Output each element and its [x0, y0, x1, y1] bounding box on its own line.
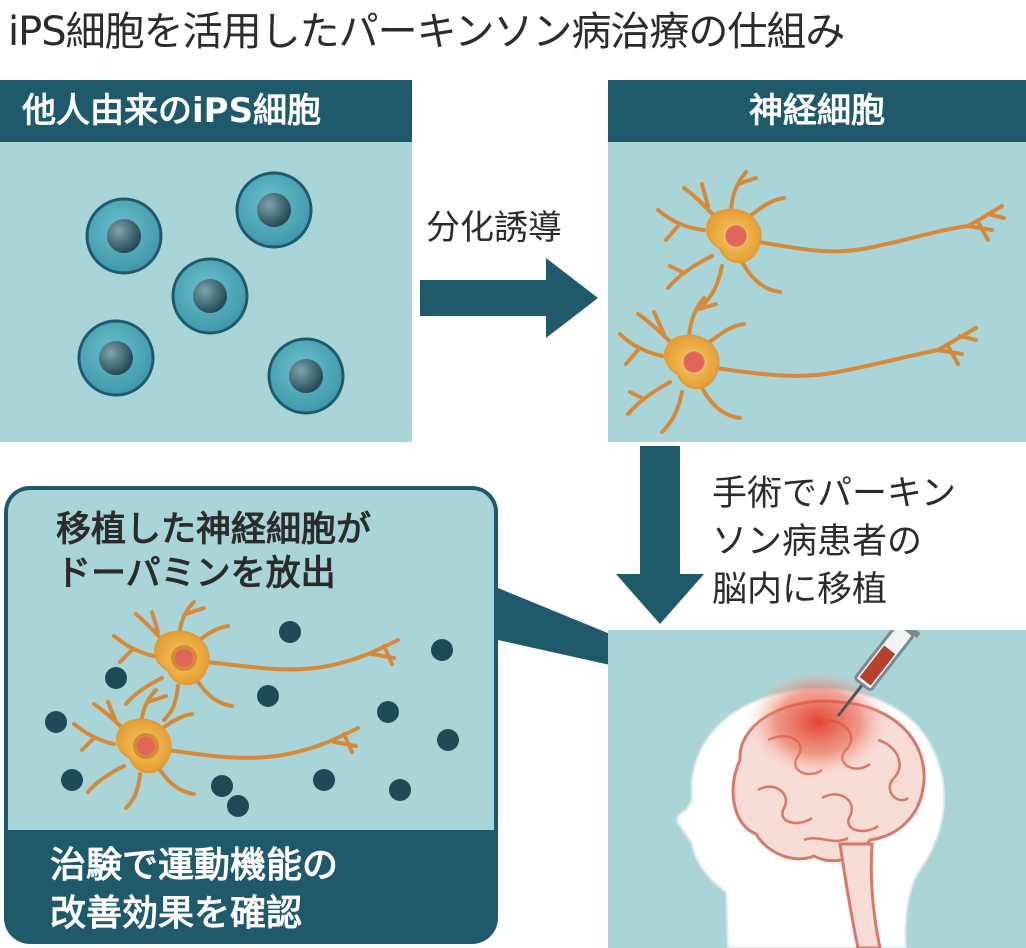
result-top-line: ドーパミンを放出 — [56, 554, 336, 594]
dopamine-dot — [257, 685, 279, 707]
dopamine-dot — [313, 769, 335, 791]
ips-cell — [85, 197, 163, 275]
neuron-panel-header: 神経細胞 — [608, 80, 1026, 142]
neuron — [112, 600, 400, 722]
brain-illustration — [676, 630, 946, 948]
neuron — [72, 688, 360, 810]
result-bottom-line: 改善効果を確認 — [50, 893, 303, 934]
dopamine-dot — [377, 701, 399, 723]
dopamine-dot — [105, 667, 127, 689]
dopamine-dot — [227, 795, 249, 817]
surgery-label-line: 手術でパーキン — [712, 474, 956, 514]
surgery-label-line: ソン病患者の — [712, 522, 923, 562]
dopamine-dot — [279, 621, 301, 643]
brain-stem — [838, 842, 882, 948]
ips-cell — [77, 319, 155, 397]
down-arrow-icon — [616, 446, 704, 624]
dopamine-dot — [211, 775, 233, 797]
ips-panel-header: 他人由来のiPS細胞 — [0, 80, 412, 142]
dopamine-dot — [61, 769, 83, 791]
surgery-label-line: 脳内に移植 — [712, 570, 888, 610]
dopamine-molecules — [45, 621, 459, 817]
dopamine-dot — [45, 711, 67, 733]
dopamine-release-illustration — [45, 600, 459, 817]
neuron-illustration — [618, 170, 1006, 434]
neuron — [618, 296, 978, 434]
result-top-text: 移植した神経細胞が ドーパミンを放出 — [56, 508, 371, 596]
differentiation-label: 分化誘導 — [426, 208, 562, 248]
dopamine-dot — [437, 729, 459, 751]
brain-panel — [608, 630, 1026, 948]
result-top-line: 移植した神経細胞が — [56, 510, 372, 550]
ips-cells-illustration — [77, 171, 345, 415]
result-panel: 移植した神経細胞が ドーパミンを放出 — [4, 486, 498, 944]
result-bottom-line: 治験で運動機能の — [50, 845, 339, 886]
result-illustration-area: 移植した神経細胞が ドーパミンを放出 — [8, 490, 494, 830]
ips-cells-panel: 他人由来のiPS細胞 — [0, 80, 412, 442]
ips-cell — [171, 257, 249, 335]
dopamine-dot — [389, 779, 411, 801]
surgery-label: 手術でパーキン ソン病患者の 脳内に移植 — [712, 470, 956, 614]
page-title: iPS細胞を活用したパーキンソン病治療の仕組み — [8, 9, 845, 55]
ips-cell — [267, 337, 345, 415]
dopamine-dot — [431, 639, 453, 661]
syringe-icon — [836, 630, 921, 717]
ips-cell — [235, 171, 313, 249]
right-arrow-icon — [420, 258, 598, 338]
neuron — [656, 170, 1006, 308]
neuron-panel: 神経細胞 — [608, 80, 1026, 442]
result-bottom-text: 治験で運動機能の 改善効果を確認 — [50, 842, 338, 938]
